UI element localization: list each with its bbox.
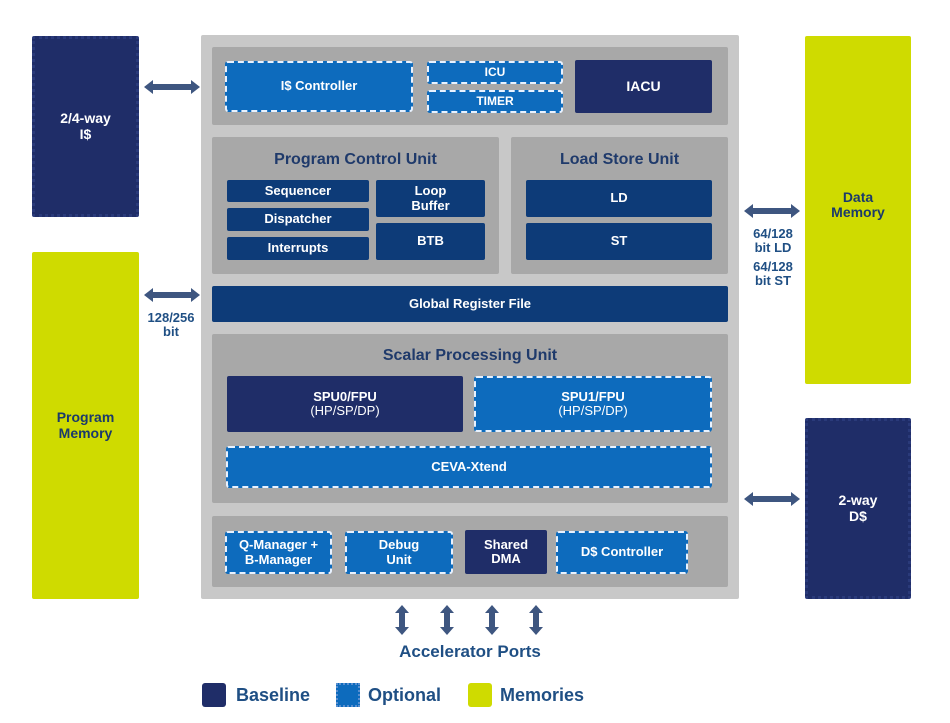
program-memory-label-1: Program: [56, 409, 115, 426]
data-bus-label: 64/128 bit LD 64/128 bit ST: [740, 226, 806, 288]
data-bus-ld-2: bit LD: [754, 240, 792, 256]
icache-block: 2/4-way I$: [32, 36, 139, 217]
q-manager-block: Q-Manager + B-Manager: [225, 531, 332, 574]
loop-buffer-label-1: Loop: [414, 183, 447, 199]
program-bus-label-2: bit: [163, 324, 179, 340]
dcache-label-1: 2-way: [838, 492, 878, 509]
program-bus-label: 128/256 bit: [138, 310, 204, 340]
btb-block: BTB: [376, 223, 485, 260]
spu0-label-2: (HP/SP/DP): [310, 403, 380, 418]
icache-arrow-icon: [144, 80, 200, 94]
dcache-controller-block: D$ Controller: [556, 531, 688, 574]
load-store-unit-title: Load Store Unit: [559, 151, 680, 169]
ld-block: LD: [526, 180, 712, 217]
shared-dma-label-1: Shared: [483, 536, 529, 552]
data-bus-st-1: 64/128: [753, 258, 793, 274]
legend-label-baseline: Baseline: [236, 685, 311, 705]
data-memory-label-1: Data: [842, 189, 874, 205]
data-bus-st-2: bit ST: [754, 272, 792, 288]
shared-dma-block: Shared DMA: [465, 530, 547, 574]
accelerator-port-arrow-icon: [440, 605, 454, 635]
legend-label-optional: Optional: [368, 685, 441, 705]
ceva-xtend-block: CEVA-Xtend: [226, 446, 712, 488]
program-control-unit-title: Program Control Unit: [274, 151, 437, 169]
data-bus-ld-1: 64/128: [753, 226, 793, 241]
iacu-block: IACU: [575, 60, 712, 113]
legend-swatch-optional: [336, 683, 360, 707]
legend: Baseline Optional Memories: [200, 680, 620, 710]
q-manager-label-2: B-Manager: [244, 551, 313, 567]
icache-label-2: I$: [79, 125, 92, 142]
legend-swatch-memories: [468, 683, 492, 707]
accelerator-port-arrow-icon: [485, 605, 499, 635]
data-memory-label-2: Memory: [831, 204, 885, 221]
scalar-processing-unit-title: Scalar Processing Unit: [382, 347, 558, 365]
timer-block: TIMER: [427, 90, 563, 113]
global-register-file-block: Global Register File: [212, 286, 728, 322]
program-memory-block: Program Memory: [32, 252, 139, 599]
accelerator-port-arrow-icon: [529, 605, 543, 635]
icache-label-1: 2/4-way: [60, 110, 111, 127]
accelerator-ports-label: Accelerator Ports: [399, 641, 541, 661]
spu0-fpu-block: SPU0/FPU (HP/SP/DP): [227, 376, 463, 432]
dispatcher-block: Dispatcher: [227, 208, 369, 231]
dcache-block: 2-way D$: [805, 418, 911, 599]
program-memory-arrow-icon: [144, 288, 200, 302]
program-memory-label-2: Memory: [58, 424, 113, 441]
dcache-arrow-icon: [744, 492, 800, 506]
st-block: ST: [526, 223, 712, 260]
loop-buffer-block: Loop Buffer: [376, 180, 485, 217]
icache-controller-block: I$ Controller: [225, 61, 413, 112]
dcache-label-2: D$: [849, 507, 867, 524]
debug-unit-label-2: Unit: [386, 551, 412, 567]
sequencer-block: Sequencer: [227, 180, 369, 202]
debug-unit-label-1: Debug: [378, 537, 420, 553]
spu1-label-2: (HP/SP/DP): [558, 403, 628, 418]
legend-swatch-baseline: [202, 683, 226, 707]
q-manager-label-1: Q-Manager +: [238, 537, 319, 553]
interrupts-block: Interrupts: [227, 237, 369, 260]
data-memory-block: Data Memory: [805, 36, 911, 384]
spu1-label-1: SPU1/FPU: [561, 388, 625, 404]
shared-dma-label-2: DMA: [491, 551, 521, 566]
accelerator-port-arrow-icon: [395, 605, 409, 635]
debug-unit-block: Debug Unit: [345, 531, 453, 574]
spu0-label-1: SPU0/FPU: [313, 388, 377, 404]
program-bus-label-1: 128/256: [147, 310, 195, 325]
spu1-fpu-block: SPU1/FPU (HP/SP/DP): [474, 376, 712, 432]
legend-label-memories: Memories: [500, 685, 585, 705]
loop-buffer-label-2: Buffer: [411, 197, 450, 213]
icu-block: ICU: [427, 61, 563, 84]
data-memory-arrow-icon: [744, 204, 800, 218]
